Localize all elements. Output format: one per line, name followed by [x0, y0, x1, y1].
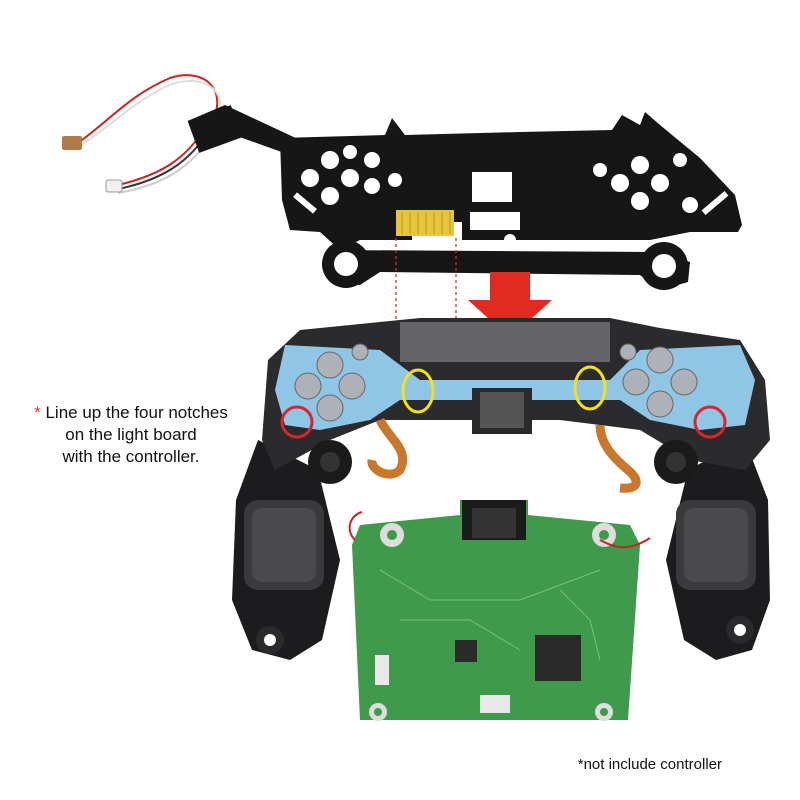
controller-shell — [232, 318, 770, 660]
connector-plug — [105, 179, 123, 193]
light-board — [62, 74, 742, 290]
notch-marker-yellow — [573, 365, 607, 411]
instruction-line-2: on the light board — [65, 425, 197, 444]
footnote: *not include controller — [577, 756, 722, 773]
down-arrow-icon — [468, 272, 552, 338]
notch-marker-red — [693, 405, 727, 439]
notch-markers — [280, 365, 727, 439]
instruction-line-3: with the controller. — [62, 447, 200, 466]
instruction-line-1: Line up the four notches — [45, 403, 228, 422]
mainboard — [348, 500, 651, 721]
gold-connector — [396, 210, 454, 236]
instruction-asterisk: * — [34, 403, 41, 422]
notch-marker-yellow — [401, 368, 435, 414]
instruction-text: * Line up the four notches on the light … — [0, 402, 262, 468]
notch-marker-red — [280, 405, 314, 439]
connector-plug — [62, 136, 82, 150]
